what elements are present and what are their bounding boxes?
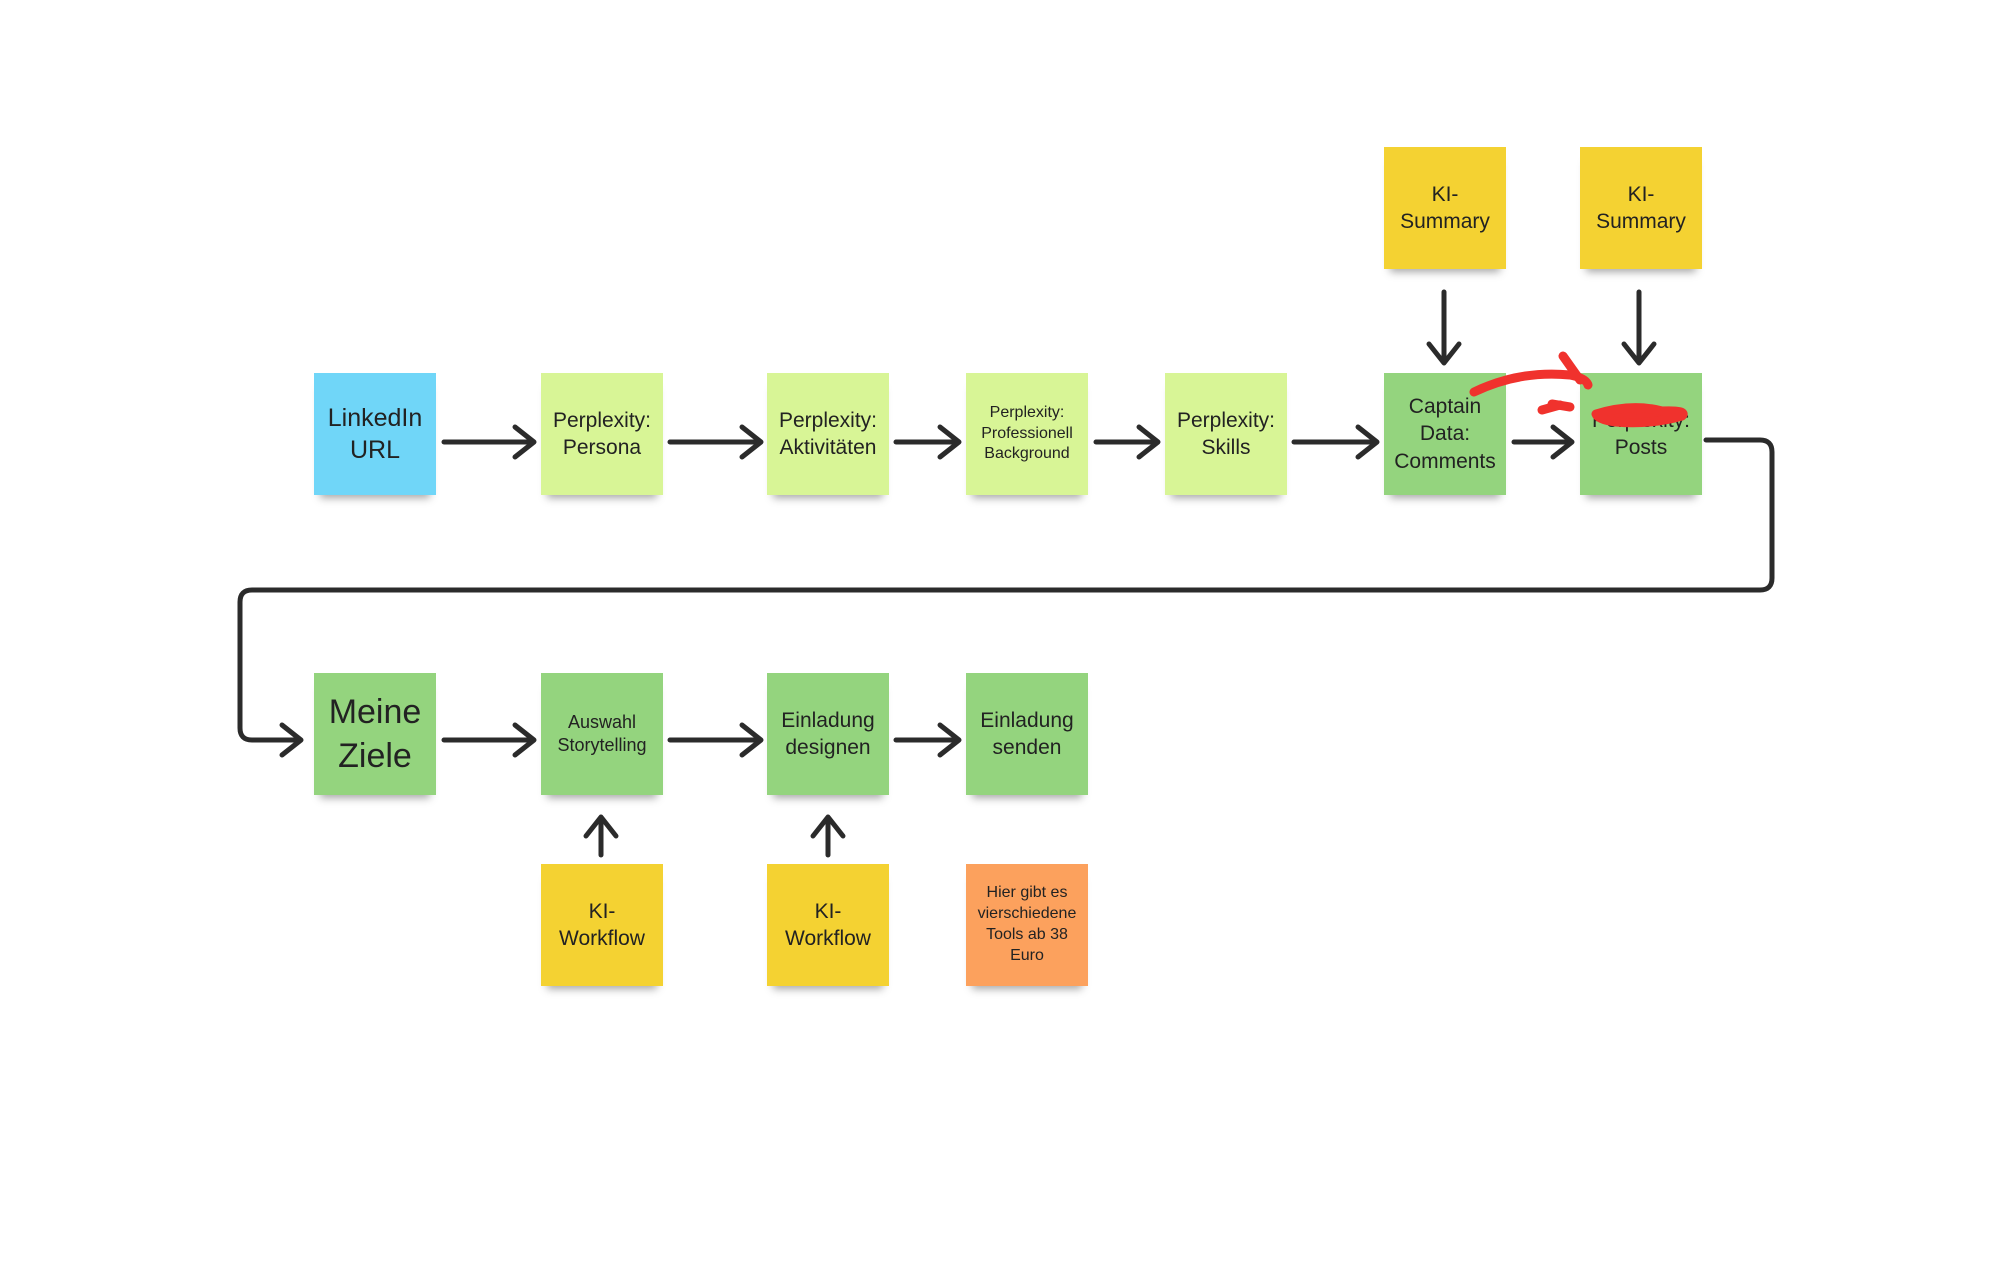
sticky-note-ki-summary-2[interactable]: KI- Summary bbox=[1580, 147, 1702, 269]
arrow-ki-workflow-2-to-designen[interactable] bbox=[810, 814, 846, 858]
sticky-note-perplexity-aktivitaeten[interactable]: Perplexity: Aktivitäten bbox=[767, 373, 889, 495]
arrow-ziele-to-storytelling[interactable] bbox=[441, 722, 537, 758]
sticky-note-einladung-senden[interactable]: Einladung senden bbox=[966, 673, 1088, 795]
note-text: LinkedIn URL bbox=[327, 403, 423, 465]
note-text: Auswahl Storytelling bbox=[557, 711, 647, 755]
arrow-designen-to-senden[interactable] bbox=[893, 722, 962, 758]
sticky-note-perplexity-background[interactable]: Perplexity: Professionell Background bbox=[966, 373, 1088, 495]
sticky-note-perplexity-skills[interactable]: Perplexity: Skills bbox=[1165, 373, 1287, 495]
arrow-skills-to-captain-data[interactable] bbox=[1291, 424, 1380, 460]
arrow-ki-summary-2-to-posts[interactable] bbox=[1621, 289, 1657, 366]
sticky-note-captain-data-comments[interactable]: Captain Data: Comments bbox=[1384, 373, 1506, 495]
arrow-aktivitaeten-to-background[interactable] bbox=[893, 424, 962, 460]
note-text: KI- Workflow bbox=[785, 899, 871, 950]
sticky-note-linkedin-url[interactable]: LinkedIn URL bbox=[314, 373, 436, 495]
note-text: Perplexity: Professionell Background bbox=[981, 403, 1073, 463]
sticky-note-ki-summary-1[interactable]: KI- Summary bbox=[1384, 147, 1506, 269]
note-text: KI- Workflow bbox=[559, 899, 645, 950]
sticky-note-ki-workflow-1[interactable]: KI- Workflow bbox=[541, 864, 663, 986]
note-text: KI- Summary bbox=[1400, 182, 1490, 233]
arrow-ki-summary-1-to-captain-data[interactable] bbox=[1426, 289, 1462, 366]
sticky-note-perplexity-persona[interactable]: Perplexity: Persona bbox=[541, 373, 663, 495]
sticky-note-ki-workflow-2[interactable]: KI- Workflow bbox=[767, 864, 889, 986]
note-text: Captain Data: Comments bbox=[1394, 395, 1496, 473]
sticky-note-meine-ziele[interactable]: Meine Ziele bbox=[314, 673, 436, 795]
note-text: Hier gibt es vierschiedene Tools ab 38 E… bbox=[977, 884, 1077, 964]
arrow-ki-workflow-1-to-storytelling[interactable] bbox=[583, 814, 619, 858]
note-text: Perplexity: Posts bbox=[1591, 408, 1691, 459]
arrow-persona-to-aktivitaeten[interactable] bbox=[667, 424, 764, 460]
note-text: Einladung designen bbox=[781, 708, 875, 759]
sticky-note-auswahl-storytelling[interactable]: Auswahl Storytelling bbox=[541, 673, 663, 795]
sticky-note-einladung-designen[interactable]: Einladung designen bbox=[767, 673, 889, 795]
sticky-note-posts[interactable]: Perplexity: Posts bbox=[1580, 373, 1702, 495]
arrow-storytelling-to-designen[interactable] bbox=[667, 722, 764, 758]
note-text: Perplexity: Persona bbox=[552, 408, 652, 459]
arrow-captain-data-to-posts[interactable] bbox=[1511, 424, 1575, 460]
arrow-linkedin-to-persona[interactable] bbox=[441, 424, 537, 460]
note-text: Einladung senden bbox=[980, 708, 1074, 759]
sticky-note-hinweis-tools[interactable]: Hier gibt es vierschiedene Tools ab 38 E… bbox=[966, 864, 1088, 986]
note-text: Meine Ziele bbox=[328, 692, 422, 775]
arrow-background-to-skills[interactable] bbox=[1093, 424, 1161, 460]
note-text: Perplexity: Aktivitäten bbox=[778, 408, 878, 459]
note-text: KI- Summary bbox=[1596, 182, 1686, 233]
note-text: Perplexity: Skills bbox=[1176, 408, 1276, 459]
